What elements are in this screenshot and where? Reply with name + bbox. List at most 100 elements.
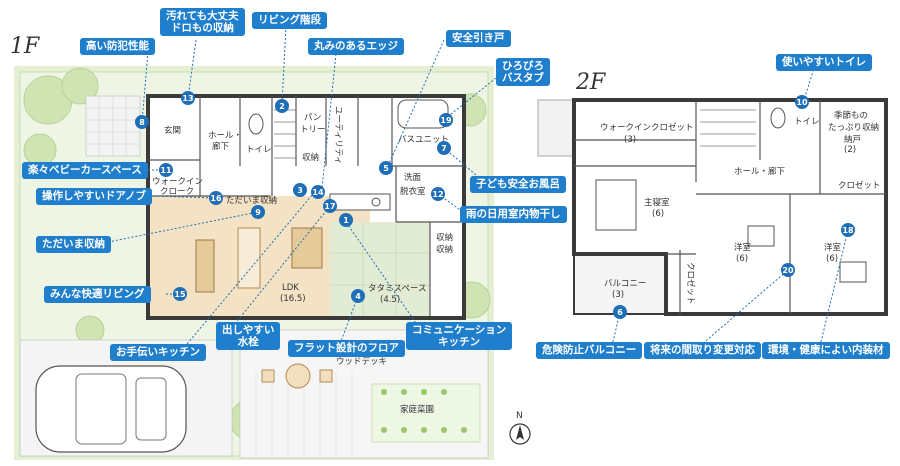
outer-wall-1f	[146, 94, 466, 320]
svg-text:15: 15	[174, 290, 186, 299]
svg-text:1: 1	[343, 216, 349, 225]
marker-9: 9	[251, 205, 265, 219]
marker-13: 13	[181, 91, 195, 105]
compass-icon	[509, 423, 531, 445]
marker-1: 1	[339, 213, 353, 227]
label-kids-bath: 子ども安全お風呂	[470, 176, 566, 193]
svg-text:6: 6	[617, 308, 623, 317]
room2-nando: 納戸	[844, 134, 861, 145]
room-hall-2: 廊下	[212, 141, 230, 152]
marker-6: 6	[613, 305, 627, 319]
room-storage-2: 収納	[436, 232, 453, 243]
room2-balcony: バルコニー	[604, 279, 646, 289]
paving-grid	[86, 96, 140, 156]
inner-walls-1f	[148, 96, 464, 316]
desk-icon-2	[839, 261, 867, 283]
marker-5: 5	[379, 161, 393, 175]
room-wash-2: 脱衣室	[400, 186, 426, 197]
room-wood-deck: ウッドデッキ	[336, 356, 387, 367]
room2-seasonal-1: 季節もの	[834, 110, 868, 121]
bed-icon	[595, 179, 637, 231]
dining-table-icon	[291, 227, 323, 269]
inner-walls-2f	[574, 100, 886, 314]
room2-seasonal-2: たっぷり収納	[828, 122, 879, 133]
room2-western-1-size: (6)	[736, 254, 748, 264]
toilet-1f-icon	[248, 113, 264, 135]
svg-text:16: 16	[210, 194, 222, 203]
room-pantry-1: パン	[304, 113, 321, 123]
room-walkin-1: ウォークイン	[152, 177, 203, 187]
room-ldk-size: (16.5)	[280, 294, 306, 304]
marker-8: 8	[135, 115, 149, 129]
label-comm-kitchen: コミュニケーション キッチン	[406, 322, 513, 350]
room-storage-1: 収納	[302, 152, 319, 163]
room-tadaima: ただいま収納	[226, 195, 277, 206]
marker-4: 4	[351, 289, 365, 303]
room-entrance: 玄関	[164, 125, 181, 136]
room2-toilet: トイレ	[794, 117, 820, 127]
room-utility: ユーティリティ	[333, 106, 343, 164]
label-bathtub-line2: バスタブ	[502, 72, 544, 84]
label-future-layout: 将来の間取り変更対応	[644, 342, 761, 359]
label-living: みんな快適リビング	[44, 286, 151, 303]
svg-text:8: 8	[139, 118, 145, 127]
label-security: 高い防犯性能	[80, 38, 155, 55]
svg-text:14: 14	[312, 188, 324, 197]
marker-2: 2	[275, 99, 289, 113]
room2-western-2-size: (6)	[826, 254, 838, 264]
room2-walkin: ウォークインクロゼット	[600, 122, 694, 133]
marker-15: 15	[173, 287, 187, 301]
svg-text:9: 9	[255, 208, 261, 217]
label-living-stairs: リビング階段	[252, 12, 327, 29]
room-bath: バスユニット	[398, 135, 449, 145]
room-tatami: タタミスペース	[368, 284, 426, 294]
garden-plants	[381, 389, 467, 433]
floor-title-1f: 1F	[10, 34, 40, 59]
room-garden: 家庭菜園	[400, 404, 434, 415]
living-rug	[237, 227, 261, 289]
label-door-knob: 操作しやすいドアノブ	[36, 188, 152, 205]
roof-2f	[537, 99, 575, 157]
leader-lines	[107, 25, 849, 351]
room2-western-2: 洋室	[824, 242, 842, 253]
room-hall-1: ホール・	[208, 131, 242, 141]
desk-icon-1	[747, 225, 775, 247]
deck-table-icon	[261, 363, 333, 389]
label-faucet: 出しやすい 水栓	[216, 322, 281, 350]
label-round-edge: 丸みのあるエッジ	[308, 38, 404, 55]
floor-title-2f: 2F	[576, 70, 606, 95]
label-faucet-line2: 水栓	[237, 336, 259, 348]
svg-text:12: 12	[432, 190, 443, 199]
marker-14: 14	[311, 185, 325, 199]
sofa-icon	[195, 239, 215, 293]
svg-text:3: 3	[297, 186, 303, 195]
label-dirt-storage-line1: 汚れても大丈夫	[166, 10, 239, 22]
svg-text:20: 20	[782, 266, 794, 275]
label-easy-toilet: 使いやすいトイレ	[776, 54, 872, 71]
room2-balcony-size: (3)	[612, 290, 624, 300]
svg-text:11: 11	[160, 166, 172, 175]
deck-boards	[255, 372, 353, 458]
room2-master: 主寝室	[644, 197, 670, 208]
marker-17: 17	[323, 199, 337, 213]
svg-text:18: 18	[842, 226, 854, 235]
room-pantry-2: トリー	[300, 125, 326, 135]
toilet-2f-icon	[770, 107, 786, 129]
room2-closet-right: クロゼット	[838, 180, 881, 191]
compass-north: N	[516, 411, 523, 421]
label-dirt-storage: 汚れても大丈夫 ドロもの収納	[160, 8, 245, 36]
label-stroller: 楽々ベビーカースペース	[22, 162, 148, 179]
marker-20: 20	[781, 263, 795, 277]
marker-10: 10	[795, 95, 809, 109]
kitchen-counter	[329, 193, 391, 211]
room2-walkin-size: (3)	[624, 135, 636, 145]
label-tadaima: ただいま収納	[36, 236, 111, 253]
label-balcony-safety: 危険防止バルコニー	[536, 342, 643, 359]
label-comm-kitchen-line2: キッチン	[438, 336, 481, 348]
room-walkin-2: クローク	[160, 187, 194, 197]
svg-text:19: 19	[440, 116, 452, 125]
marker-12: 12	[431, 187, 445, 201]
room-ldk: LDK	[282, 283, 299, 293]
marker-11: 11	[159, 163, 173, 177]
